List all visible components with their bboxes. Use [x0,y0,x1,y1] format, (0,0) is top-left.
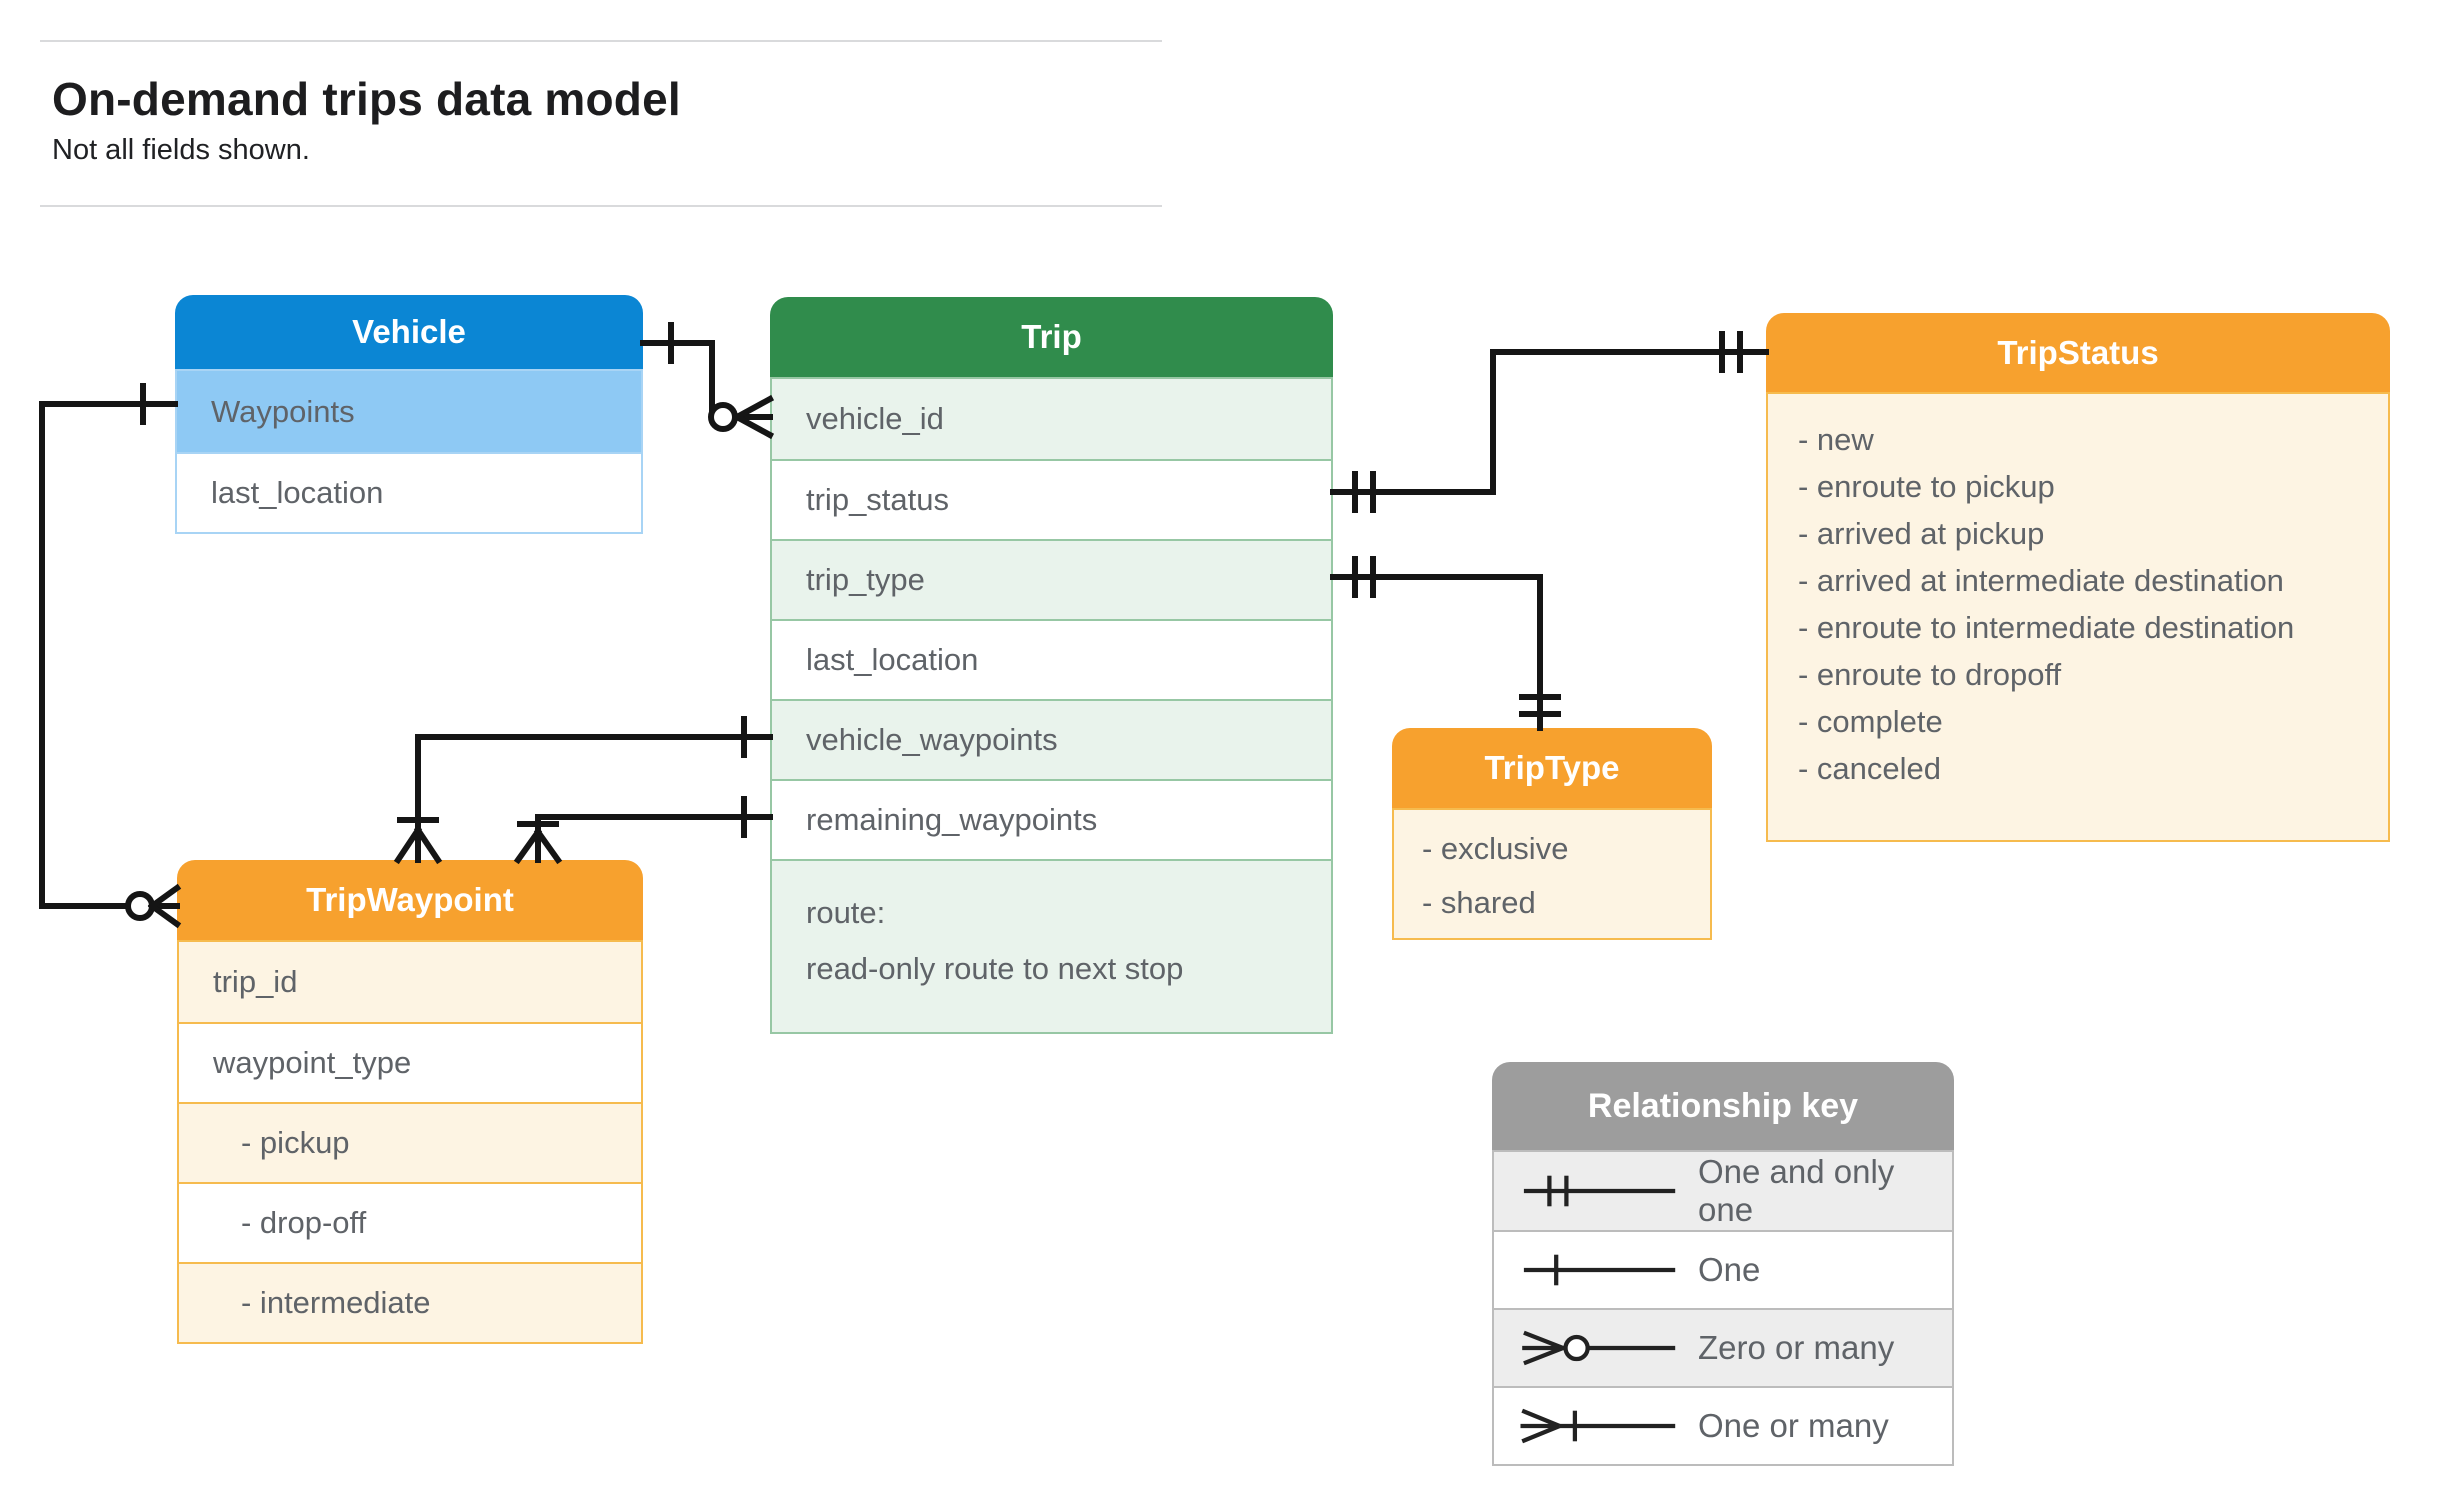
triptype-table: TripType - exclusive - shared [1392,728,1712,940]
enum-value: - arrived at intermediate destination [1798,563,2284,598]
field-label: trip_type [806,562,925,597]
field-label: last_location [806,642,979,677]
connector-trip-status [1330,331,1769,513]
field-sublabel: read-only route to next stop [806,951,1184,986]
field-label: vehicle_id [806,401,944,436]
tripstatus-table-body: - new - enroute to pickup - arrived at p… [1766,392,2390,842]
legend-label: One or many [1698,1407,1889,1444]
field-label: waypoint_type [213,1045,412,1080]
table-row: trip_type [772,539,1331,619]
field-label: trip_status [806,482,950,517]
legend-row: One and only one [1494,1152,1952,1230]
table-row: waypoint_type [179,1022,641,1102]
triptype-table-body: - exclusive - shared [1392,808,1712,940]
one-symbol [1523,1254,1676,1286]
triptype-table-header: TripType [1392,728,1712,808]
divider-top [40,40,1162,42]
vehicle-table: Vehicle Waypoints last_location [175,295,643,534]
page-title: On-demand trips data model [52,73,681,125]
trip-table-title: Trip [1021,318,1082,355]
enum-value: - enroute to intermediate destination [1798,610,2295,645]
one-and-only-one-symbol [1523,1175,1676,1207]
enum-value: - drop-off [241,1205,367,1240]
tripstatus-table: TripStatus - new - enroute to pickup - a… [1766,313,2390,842]
enum-value: - pickup [241,1125,350,1160]
enum-value: - complete [1798,704,1943,739]
enum-value: - exclusive [1422,831,1569,866]
vehicle-table-header: Vehicle [175,295,643,369]
triptype-table-title: TripType [1484,749,1620,786]
tripstatus-table-title: TripStatus [1997,333,2159,371]
connector-trip-type [1330,556,1561,731]
trip-table-header: Trip [770,297,1333,377]
enum-value: - intermediate [241,1285,431,1320]
table-row-route: route: read-only route to next stop [772,859,1331,1032]
table-row: - pickup [179,1102,641,1182]
table-row: Waypoints [177,371,641,452]
one-or-many-symbol [1520,1408,1676,1444]
legend-label: Zero or many [1698,1329,1895,1366]
trip-table: Trip vehicle_id trip_status trip_type la… [770,297,1333,1034]
relationship-key-header: Relationship key [1492,1062,1954,1150]
tripwaypoint-table-header: TripWaypoint [177,860,643,940]
divider-bottom [40,205,1162,207]
enum-value: - canceled [1798,751,1942,786]
field-label: trip_id [213,964,298,999]
table-row: trip_id [179,942,641,1022]
table-row: trip_status [772,459,1331,539]
legend-label: One [1698,1251,1761,1288]
relationship-key-title: Relationship key [1587,1086,1859,1125]
relationship-key: Relationship key One and only one One [1492,1062,1954,1466]
enum-value: - enroute to pickup [1798,469,2055,504]
tripwaypoint-table-title: TripWaypoint [306,881,514,918]
enum-value: - arrived at pickup [1798,516,2045,551]
table-row: - drop-off [179,1182,641,1262]
page-subtitle: Not all fields shown. [52,134,310,166]
field-label: Waypoints [211,393,355,429]
enum-value: - enroute to dropoff [1798,657,2062,692]
table-row: last_location [772,619,1331,699]
legend-row: Zero or many [1494,1308,1952,1386]
enum-value: - new [1798,422,1874,457]
legend-row: One or many [1494,1386,1952,1464]
field-label: remaining_waypoints [806,802,1098,837]
field-label: vehicle_waypoints [806,722,1058,757]
table-row: vehicle_waypoints [772,699,1331,779]
connector-vehicle-waypoints-to-tripwaypoint [39,383,182,929]
zero-or-many-symbol [1522,1330,1676,1366]
tripstatus-table-header: TripStatus [1766,313,2390,392]
field-label: last_location [211,475,384,510]
connector-vehicle-waypoints-field [393,716,773,865]
table-row: vehicle_id [772,379,1331,459]
legend-label: One and only one [1698,1153,1895,1228]
table-row: - intermediate [179,1262,641,1342]
enum-value: - shared [1422,885,1536,920]
connector-remaining-waypoints-field [513,796,773,865]
trip-table-body: vehicle_id trip_status trip_type last_lo… [770,377,1333,1034]
vehicle-table-body: Waypoints last_location [175,369,643,534]
table-row: remaining_waypoints [772,779,1331,859]
table-row: last_location [177,452,641,532]
tripwaypoint-table-body: trip_id waypoint_type - pickup - drop-of… [177,940,643,1344]
tripwaypoint-table: TripWaypoint trip_id waypoint_type - pic… [177,860,643,1344]
relationship-key-body: One and only one One Zero or many [1492,1150,1954,1466]
connector-vehicle-to-trip [640,322,775,440]
field-label: route: [806,895,886,930]
vehicle-table-title: Vehicle [352,313,466,350]
legend-row: One [1494,1230,1952,1308]
